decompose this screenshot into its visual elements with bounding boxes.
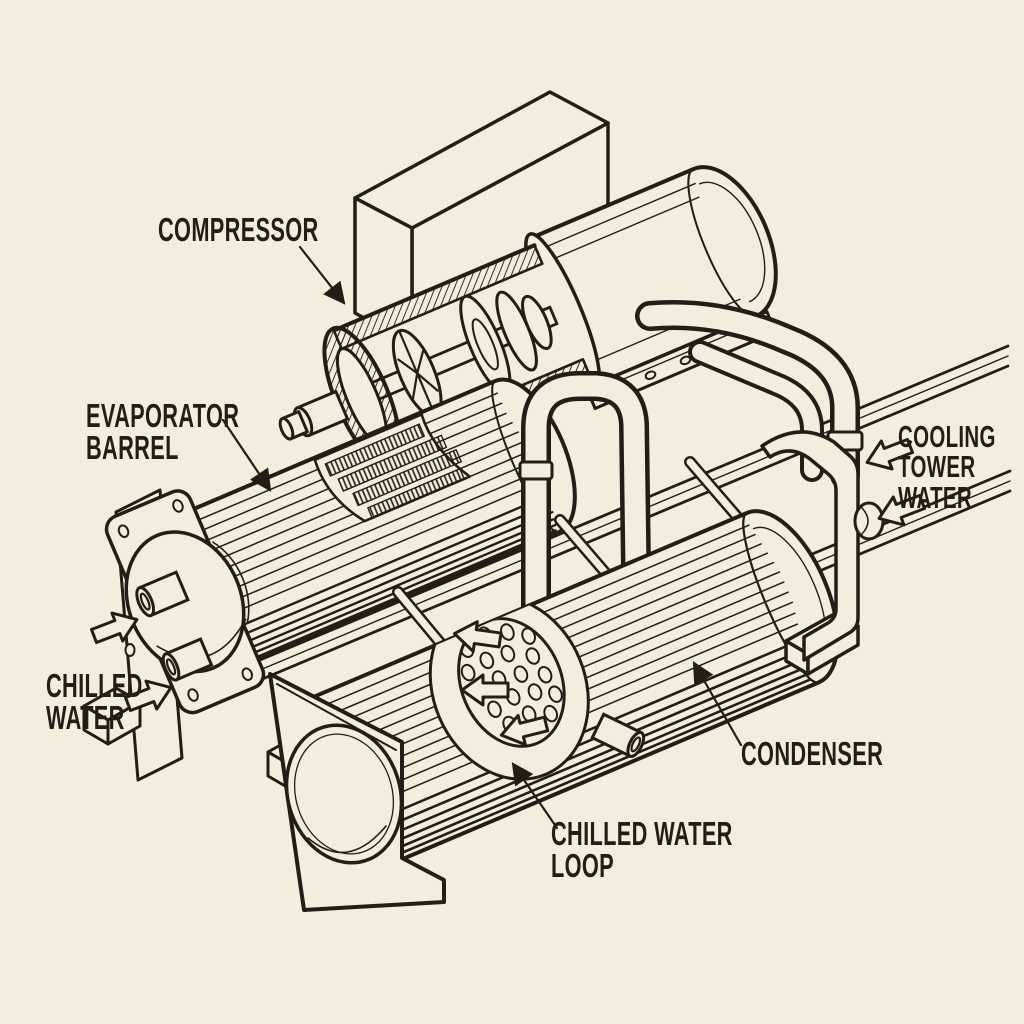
chilled-water-stub-lower [161, 637, 214, 682]
cooling-tower-stub [853, 501, 885, 541]
condenser-drawing [280, 509, 840, 882]
condenser-label: CONDENSER [741, 735, 884, 772]
condenser-label-line: CONDENSER [741, 735, 884, 772]
condenser-support-bracket [760, 430, 860, 676]
suction-pipe [518, 371, 651, 621]
evaporator-barrel-label: EVAPORATOR BARREL [86, 397, 240, 467]
cooling-tower-label-line1: COOLING [898, 419, 996, 454]
drain-stub [590, 712, 646, 759]
compressor-leader-arrow [298, 245, 346, 305]
cooling-tower-label-line2: TOWER [898, 449, 976, 485]
leader-arrows [221, 245, 743, 830]
discharge-piping [635, 300, 864, 490]
chilled-loop-label-line1: CHILLED WATER [551, 815, 733, 852]
compressor-label: COMPRESSOR [158, 211, 319, 248]
chilled-water-label-line2: WATER [46, 699, 125, 737]
cooling-tower-water-label: COOLING TOWER WATER [898, 419, 996, 515]
chilled-loop-leader-arrow [511, 762, 559, 830]
evaporator-label-line1: EVAPORATOR [86, 397, 240, 434]
evaporator-leader-arrow [221, 418, 272, 492]
condenser-end-plate [268, 672, 446, 912]
chilled-water-label: CHILLED WATER [46, 667, 143, 737]
chilled-water-label-line1: CHILLED [46, 667, 143, 704]
chilled-water-loop-label: CHILLED WATER LOOP [551, 815, 733, 885]
chilled-loop-label-line2: LOOP [551, 847, 615, 885]
evaporator-label-line2: BARREL [86, 429, 179, 467]
compressor-rotor [364, 290, 559, 418]
chilled-water-stub-upper [135, 570, 190, 618]
cooling-tower-label-line3: WATER [898, 479, 973, 515]
compressor-label-line: COMPRESSOR [158, 211, 319, 248]
condenser-leader-arrow [692, 661, 743, 747]
evaporator-tube-window [313, 413, 472, 523]
